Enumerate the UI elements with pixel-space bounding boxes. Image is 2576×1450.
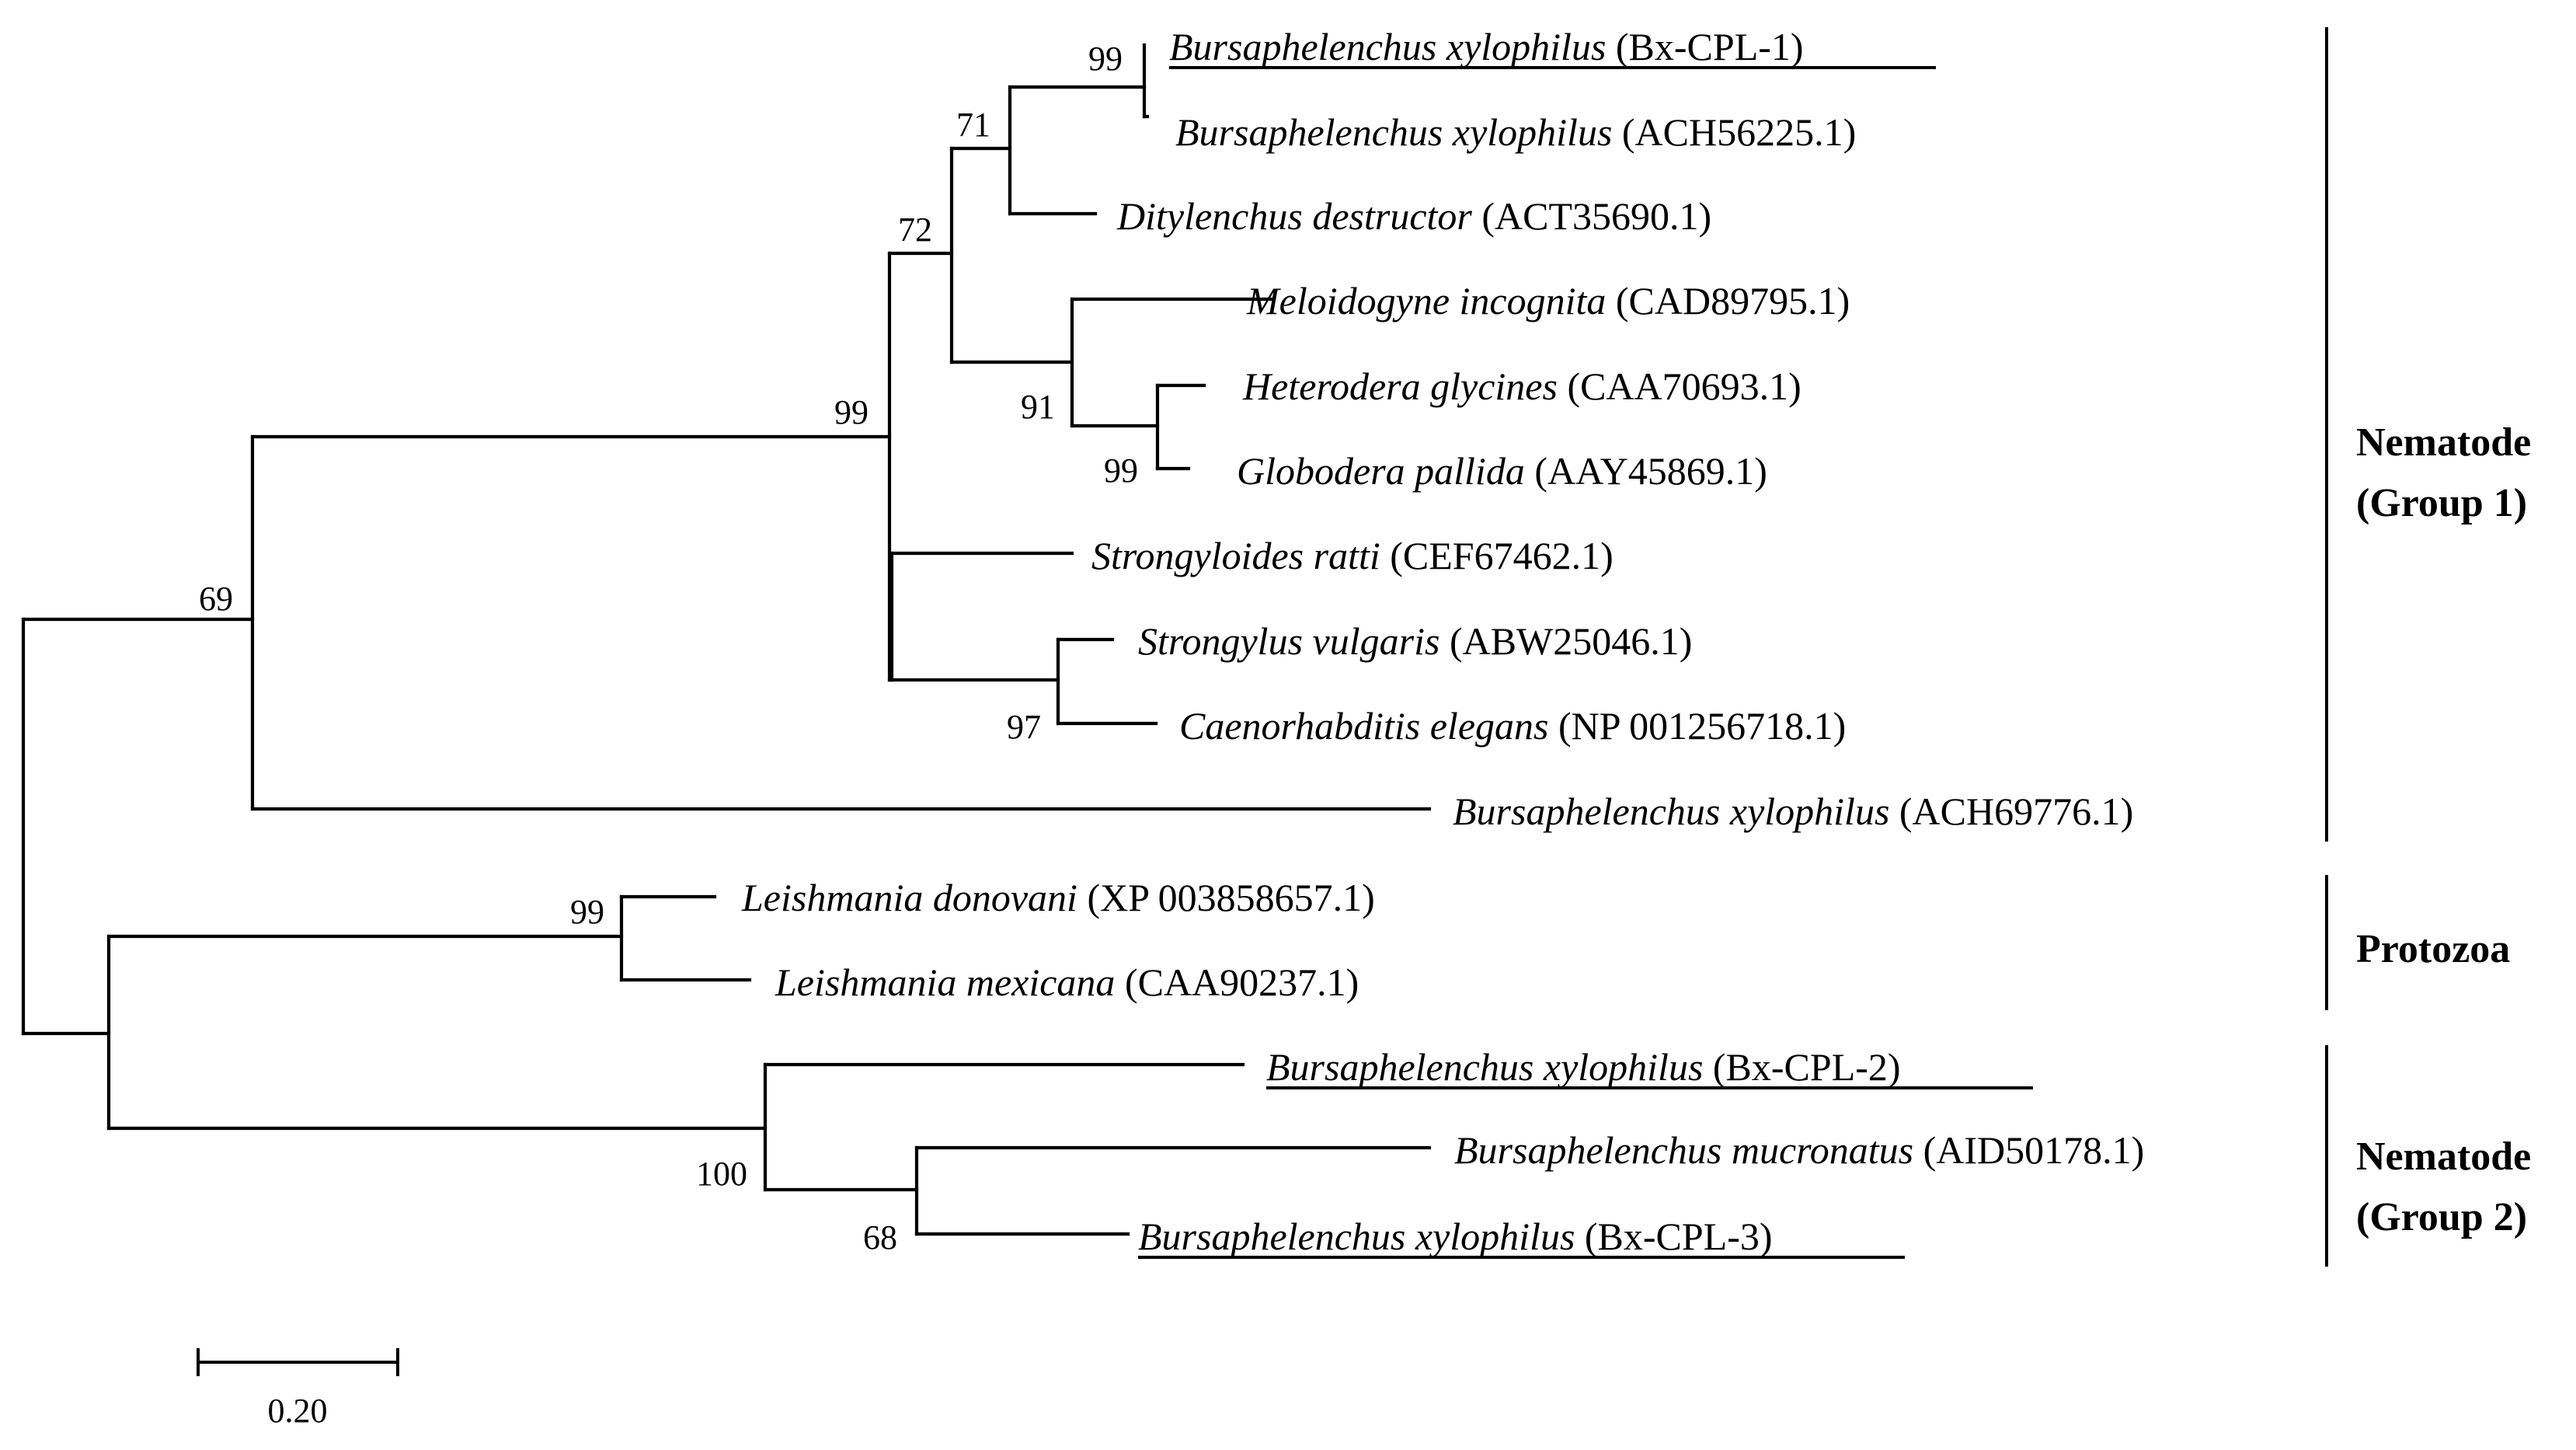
tree-branches [21, 43, 1432, 1236]
bootstrap-heterodera-globodera: 99 [1104, 451, 1138, 490]
taxon-label-l-donovani: Leishmania donovani (XP 003858657.1) [741, 876, 1375, 919]
taxon-label-bx-cpl1: Bursaphelenchus xylophilus (Bx-CPL-1) [1169, 25, 1804, 68]
taxon-label-meloidogyne: Meloidogyne incognita (CAD89795.1) [1246, 279, 1850, 322]
group-label-protozoa: Protozoa [2356, 927, 2510, 971]
taxon-label-ditylenchus: Ditylenchus destructor (ACT35690.1) [1116, 194, 1711, 238]
taxon-labels: Bursaphelenchus xylophilus (Bx-CPL-1) Bu… [741, 25, 2144, 1258]
bootstrap-leishmania: 99 [570, 893, 604, 931]
taxon-label-globodera: Globodera pallida (AAY45869.1) [1237, 449, 1767, 493]
group-label-nematode-group2: Nematode(Group 2) [2356, 1135, 2531, 1239]
taxon-label-strongyloides: Strongyloides ratti (CEF67462.1) [1091, 534, 1613, 577]
taxon-label-heterodera: Heterodera glycines (CAA70693.1) [1242, 364, 1801, 408]
taxon-label-caenorhabditis: Caenorhabditis elegans (NP 001256718.1) [1179, 704, 1846, 748]
taxon-underlines [1138, 66, 2033, 1259]
scale-bar-label: 0.20 [268, 1392, 328, 1430]
bootstrap-meloidogyne-clade: 91 [1021, 388, 1055, 426]
taxon-label-l-mexicana: Leishmania mexicana (CAA90237.1) [775, 960, 1359, 1004]
bootstrap-nematode-core: 99 [834, 393, 869, 431]
bootstrap-upper-clade: 72 [898, 211, 932, 249]
taxon-label-b-mucronatus: Bursaphelenchus mucronatus (AID50178.1) [1454, 1128, 2144, 1172]
bootstrap-values: 99 71 72 91 99 99 97 69 99 100 68 [199, 40, 1138, 1257]
bootstrap-group2: 100 [696, 1155, 747, 1193]
taxon-label-bx-ach69776: Bursaphelenchus xylophilus (ACH69776.1) [1453, 789, 2133, 833]
bootstrap-mucronatus-cpl3: 68 [863, 1218, 897, 1257]
taxon-label-bx-ach56225: Bursaphelenchus xylophilus (ACH56225.1) [1175, 110, 1856, 154]
group-labels: Nematode(Group 1) Protozoa Nematode(Grou… [2356, 420, 2531, 1239]
taxon-label-strongylus: Strongylus vulgaris (ABW25046.1) [1138, 619, 1692, 663]
bootstrap-group1: 69 [199, 580, 233, 618]
scale-bar: 0.20 [197, 1348, 399, 1430]
group-label-nematode-group1: Nematode(Group 1) [2356, 420, 2531, 525]
bootstrap-bx-ditylenchus: 71 [956, 106, 990, 144]
taxon-label-bx-cpl2: Bursaphelenchus xylophilus (Bx-CPL-2) [1266, 1045, 1901, 1089]
taxon-label-bx-cpl3: Bursaphelenchus xylophilus (Bx-CPL-3) [1138, 1215, 1773, 1258]
bootstrap-bx-ach56225: 99 [1088, 40, 1123, 78]
bootstrap-strongylus-caeno: 97 [1007, 708, 1041, 746]
